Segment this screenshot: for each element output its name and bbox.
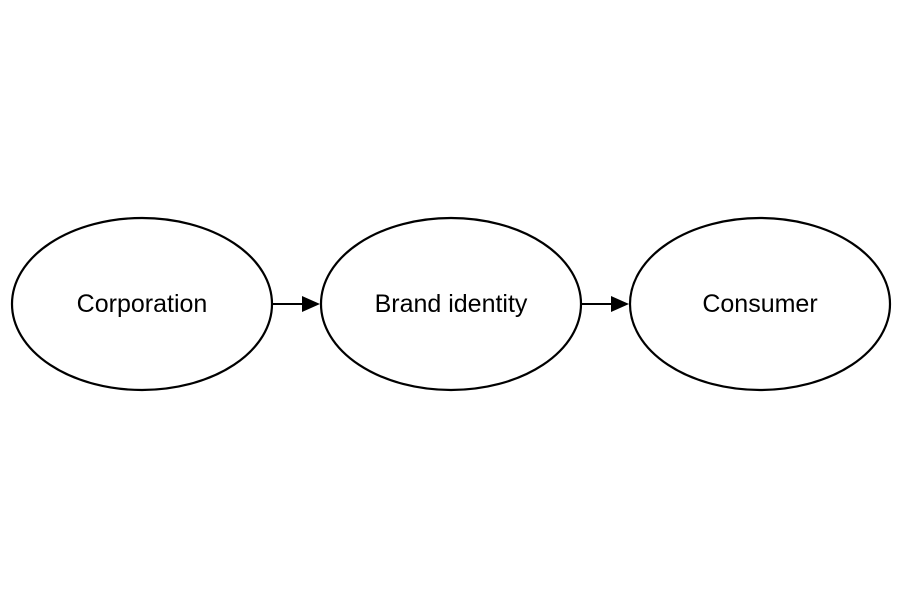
arrow-head-2	[611, 296, 629, 312]
node-corporation: Corporation	[10, 216, 274, 392]
node-brand-identity: Brand identity	[319, 216, 583, 392]
node-consumer-label: Consumer	[702, 290, 817, 318]
edge-brand-identity-to-consumer	[581, 296, 629, 312]
node-brand-identity-label: Brand identity	[375, 290, 528, 318]
edge-corporation-to-brand-identity	[272, 296, 320, 312]
node-consumer-ellipse	[628, 216, 892, 392]
node-consumer: Consumer	[628, 216, 892, 392]
arrow-head-1	[302, 296, 320, 312]
node-corporation-label: Corporation	[77, 290, 208, 318]
